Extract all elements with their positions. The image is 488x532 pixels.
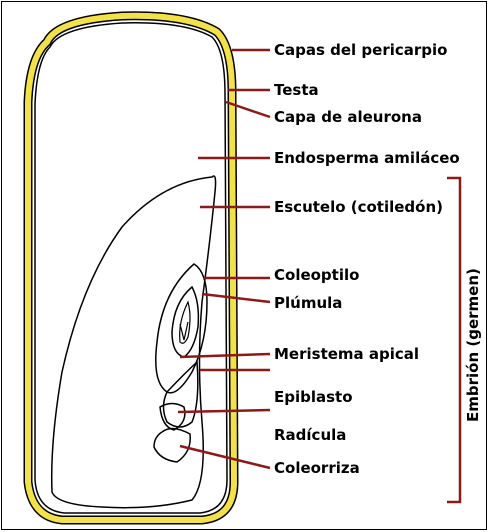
- label-embryo: Embrión (germen): [464, 268, 482, 422]
- label-pericarp: Capas del pericarpio: [274, 41, 447, 59]
- label-aleurone: Capa de aleurona: [274, 108, 422, 126]
- label-plumule: Plúmula: [274, 294, 342, 312]
- label-testa: Testa: [274, 81, 319, 99]
- label-scutellum: Escutelo (cotiledón): [274, 198, 443, 216]
- label-apical-meristem: Meristema apical: [274, 345, 419, 363]
- label-endosperm: Endosperma amiláceo: [274, 149, 460, 167]
- embryo-bracket: [447, 178, 460, 502]
- label-epiblast: Epiblasto: [274, 388, 353, 406]
- label-radicle: Radícula: [274, 426, 346, 444]
- label-coleoptile: Coleoptilo: [274, 266, 359, 284]
- label-coleorhiza: Coleorriza: [274, 459, 360, 477]
